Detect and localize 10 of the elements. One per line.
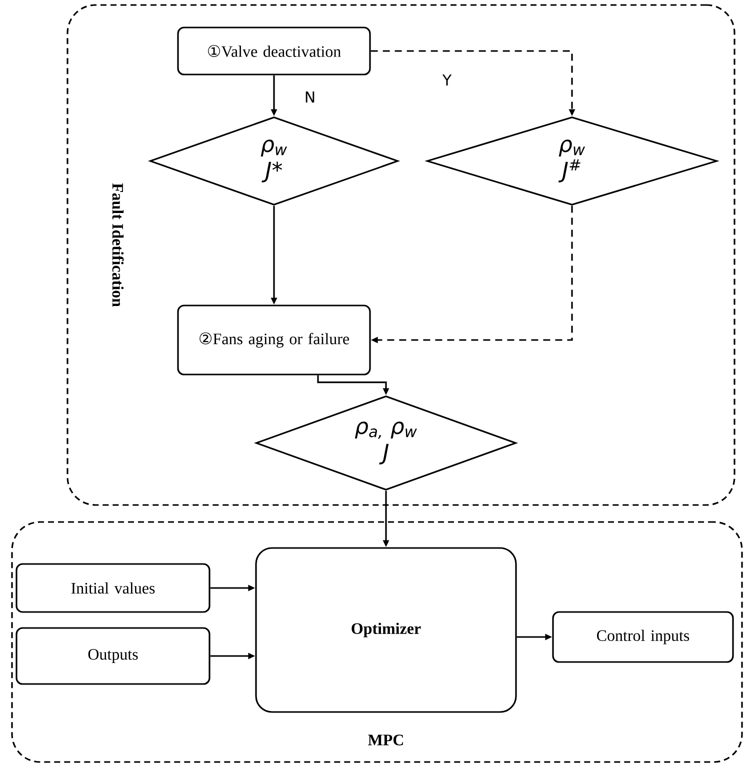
group-title: Fault Idetification — [112, 183, 124, 307]
process-box: ①Valve deactivation — [177, 26, 371, 76]
process-box: Outputs — [16, 627, 210, 685]
edge-label: Y — [441, 74, 453, 86]
process-box: Control inputs — [552, 611, 734, 663]
group-title: MPC — [368, 734, 403, 746]
process-box: Initial values — [16, 563, 210, 613]
edge-label: N — [303, 90, 317, 104]
process-box: ②Fans aging or failure — [177, 304, 371, 376]
process-box: Optimizer — [255, 547, 517, 713]
